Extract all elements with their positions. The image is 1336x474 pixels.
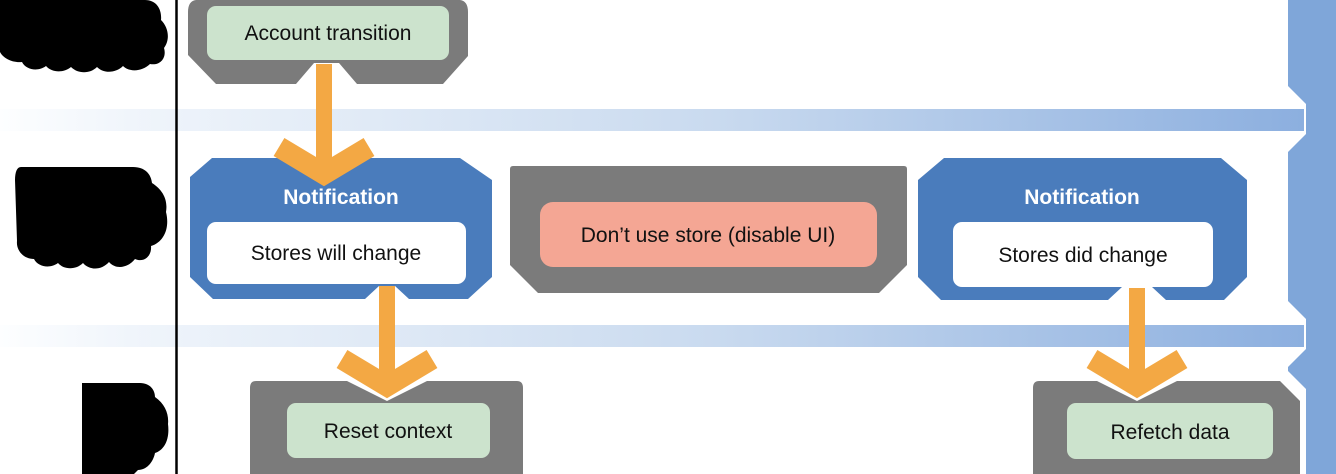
redacted-lane-label-1 xyxy=(0,0,168,73)
account-transition-node: Account transition xyxy=(188,0,468,84)
reset-context-box xyxy=(287,403,490,458)
arrow-head xyxy=(336,349,438,399)
refetch-data-node: Refetch data xyxy=(1033,381,1300,474)
refetch-data-box xyxy=(1067,403,1273,459)
dont-use-store-label: Don’t use store (disable UI) xyxy=(581,224,835,247)
dont-use-store-node: Don’t use store (disable UI) xyxy=(510,166,907,293)
notification-did-change-title: Notification xyxy=(1024,186,1140,209)
notification-did-change-node: Notification Stores did change xyxy=(918,158,1247,300)
notification-did-change-inner-box xyxy=(953,222,1213,287)
swimlane-band-bottom xyxy=(0,325,1304,347)
arrow-head xyxy=(1086,349,1188,399)
arrow-notification-to-reset-context xyxy=(336,286,438,399)
notification-will-change-node: Notification Stores will change xyxy=(190,158,492,299)
account-transition-label: Account transition xyxy=(245,22,412,45)
arrow-shaft xyxy=(316,64,332,177)
notification-did-change-label: Stores did change xyxy=(998,244,1167,267)
dont-use-store-box xyxy=(540,202,877,267)
arrow-account-to-notification xyxy=(273,64,375,187)
refetch-data-label: Refetch data xyxy=(1110,421,1229,444)
notification-will-change-inner-box xyxy=(207,222,466,284)
reset-context-label: Reset context xyxy=(324,420,453,443)
reset-context-node: Reset context xyxy=(250,381,523,474)
arrow-head xyxy=(273,137,375,187)
redacted-lane-label-2 xyxy=(15,167,168,269)
notification-will-change-label: Stores will change xyxy=(251,242,421,265)
account-transition-box xyxy=(207,6,449,60)
arrow-shaft xyxy=(379,286,395,389)
notification-will-change-title: Notification xyxy=(283,186,399,209)
arrow-shaft xyxy=(1129,288,1145,389)
redacted-lane-label-3 xyxy=(82,383,169,474)
arrow-notification-to-refetch-data xyxy=(1086,288,1188,399)
swimlane-band-top xyxy=(0,109,1304,131)
swimlane-vertical-band xyxy=(1288,0,1336,474)
